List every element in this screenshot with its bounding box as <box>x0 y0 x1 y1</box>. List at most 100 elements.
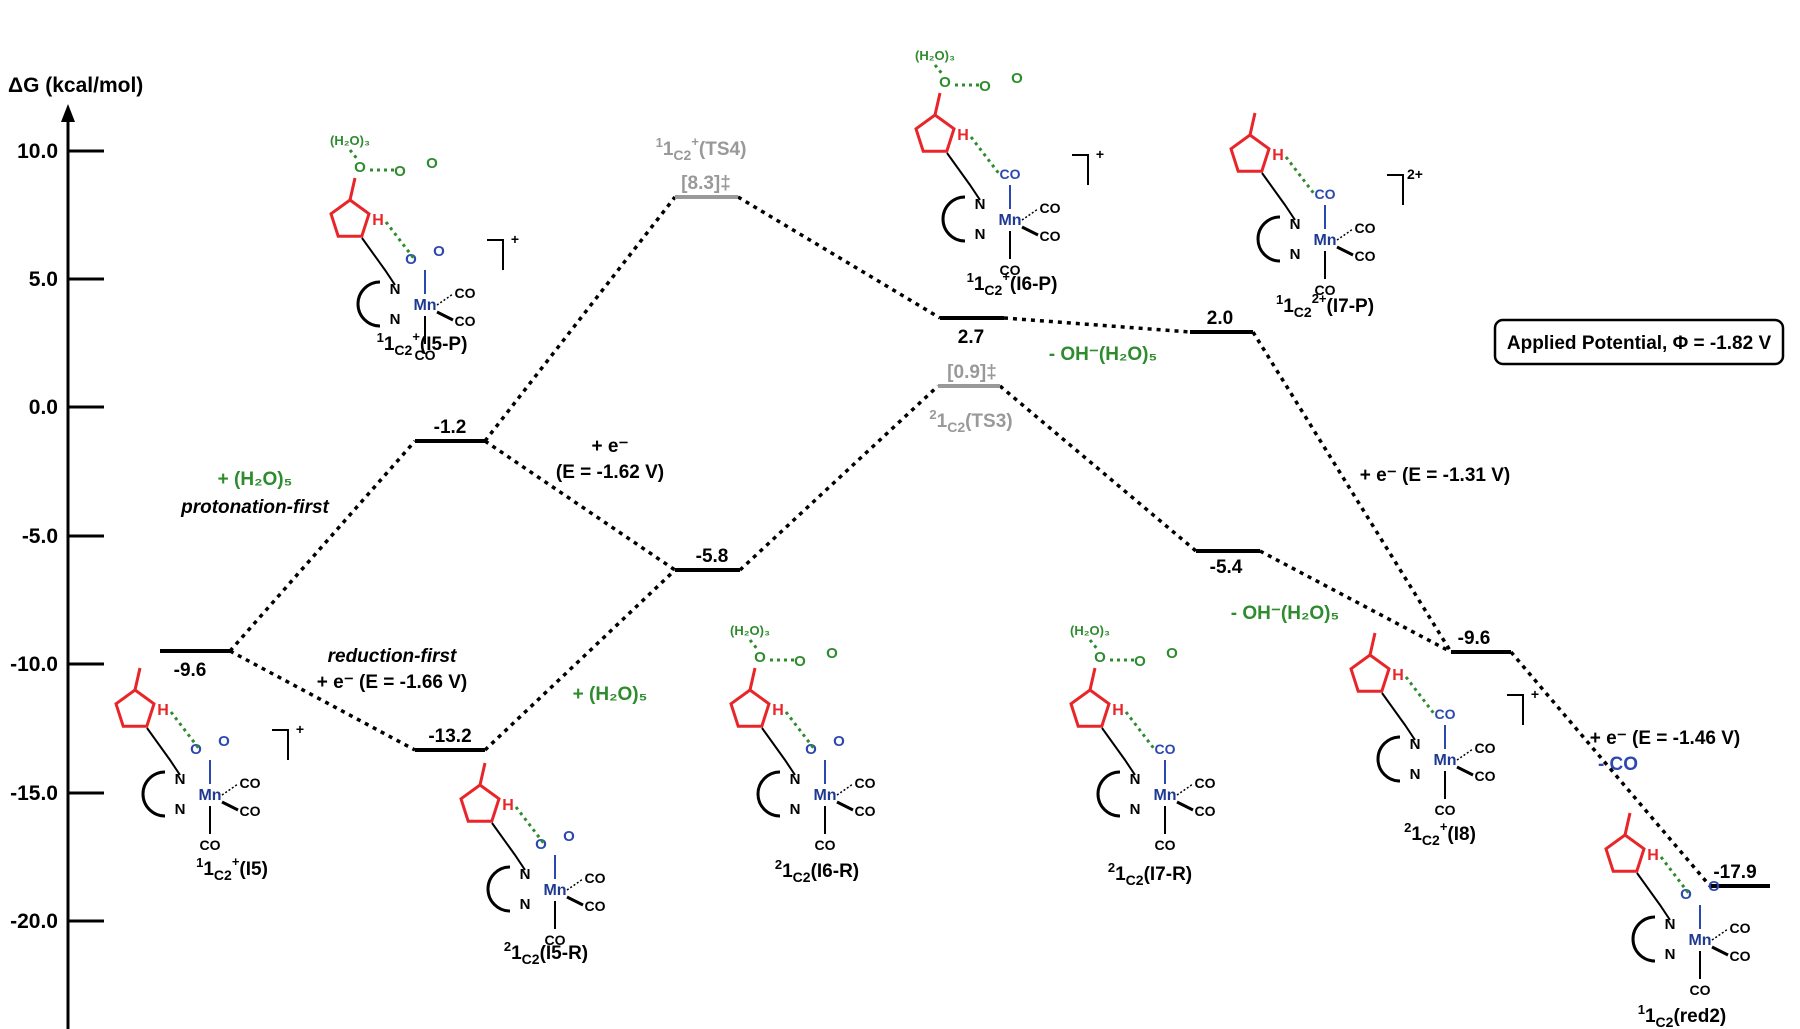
ligand-arc <box>756 770 781 818</box>
co-bond <box>836 800 854 812</box>
y-tick-0: 0.0 <box>29 396 104 419</box>
nitrogen-label: N <box>790 771 801 788</box>
level-value-ts3: [0.9]‡ <box>947 362 997 383</box>
nitrogen-label: N <box>1410 736 1421 753</box>
level-value-red2: -17.9 <box>1713 862 1756 883</box>
co-label: CO <box>1690 982 1711 998</box>
imidazole-h: H <box>957 127 969 144</box>
co-bond <box>1176 800 1194 812</box>
co-bond <box>436 293 454 306</box>
y-tick-label: 5.0 <box>29 268 58 291</box>
carboxyl-o: O <box>190 741 202 758</box>
water-o: O <box>354 159 366 176</box>
charge-bracket <box>1507 694 1524 725</box>
nitrogen-label: N <box>1665 916 1676 933</box>
h-bond <box>1284 156 1317 196</box>
co-label: CO <box>585 870 606 886</box>
co-label: CO <box>1730 948 1751 964</box>
charge-bracket <box>487 239 504 270</box>
methyl-bond <box>933 92 942 116</box>
imidazole-ring <box>1604 833 1646 873</box>
y-axis-label: ΔG (kcal/mol) <box>8 74 143 97</box>
h-bond <box>1124 711 1157 751</box>
level-value-i6p: 2.7 <box>958 327 984 348</box>
nitrogen-label: N <box>1130 801 1141 818</box>
ligand-arc <box>1096 770 1121 818</box>
nitrogen-label: N <box>1290 246 1301 263</box>
charge-bracket <box>1072 154 1089 185</box>
y-tick-m10: -10.0 <box>10 653 104 676</box>
y-tick-label: -15.0 <box>10 782 58 805</box>
axial-co-label: CO <box>1315 186 1336 202</box>
nitrogen-label: N <box>1290 216 1301 233</box>
y-tick-m5: -5.0 <box>22 525 104 548</box>
imidazole-h: H <box>502 797 514 814</box>
annotation-protonation-water: + (H₂O)₅ <box>218 469 293 490</box>
linker-bond <box>946 152 981 201</box>
level-value-i5p: -1.2 <box>434 417 467 438</box>
linker-bond <box>361 237 396 286</box>
co-label: CO <box>1000 262 1021 278</box>
level-value-ts4: [8.3]‡ <box>681 173 731 194</box>
level-value-i7r: -5.4 <box>1210 557 1243 578</box>
label-i6r: 21C2(I6-R) <box>775 857 859 885</box>
annotation-protonation-first: protonation-first <box>180 497 329 518</box>
manganese-label: Mn <box>1688 932 1711 949</box>
co-bond <box>1336 245 1354 257</box>
y-tick-label: -10.0 <box>10 653 58 676</box>
imidazole-h: H <box>1112 702 1124 719</box>
y-tick-10: 10.0 <box>17 140 104 163</box>
manganese-label: Mn <box>813 787 836 804</box>
manganese-label: Mn <box>1313 232 1336 249</box>
water-o: O <box>939 74 951 91</box>
annotation-reduction-first: reduction-first <box>328 646 457 667</box>
co-bond <box>566 895 584 907</box>
h-bond <box>969 136 1002 176</box>
co-label: CO <box>1040 228 1061 244</box>
co-label: CO <box>1475 740 1496 756</box>
co-label: CO <box>1040 200 1061 216</box>
nitrogen-label: N <box>175 801 186 818</box>
imidazole-ring <box>1349 653 1391 693</box>
h-bond <box>933 64 945 76</box>
linker-bond <box>761 727 796 776</box>
carboxyl-o: O <box>535 836 547 853</box>
co-bond <box>221 800 239 812</box>
h-bond <box>384 221 417 261</box>
imidazole-ring <box>729 688 771 728</box>
water-o: O <box>1134 653 1146 670</box>
level-value-i5: -9.6 <box>174 660 207 681</box>
annotation-reduction-e: + e⁻ (E = -1.66 V) <box>317 672 468 693</box>
water-o: O <box>1094 649 1106 666</box>
y-axis: ΔG (kcal/mol) 10.0 5.0 0.0 -5.0 -10.0 -1… <box>8 74 143 1029</box>
nitrogen-label: N <box>520 896 531 913</box>
co-label: CO <box>855 803 876 819</box>
co-bond <box>836 783 854 796</box>
levels: -9.6 -1.2 -13.2 -5.8 [8.3]‡ 2.7 [0.9]‡ 2… <box>160 173 1770 888</box>
water-o: O <box>979 78 991 95</box>
manganese-label: Mn <box>543 882 566 899</box>
co-label: CO <box>455 285 476 301</box>
imidazole-ring <box>914 113 956 153</box>
co-label: CO <box>545 932 566 948</box>
methyl-bond <box>133 667 142 691</box>
carboxyl-o: O <box>433 243 445 260</box>
linker-bond <box>491 822 526 871</box>
co-label: CO <box>1475 768 1496 784</box>
label-i7r: 21C2(I7-R) <box>1108 860 1192 888</box>
co-bond <box>1021 208 1039 221</box>
imidazole-ring <box>459 783 501 823</box>
carboxyl-o: O <box>563 828 575 845</box>
imidazole-ring <box>114 688 156 728</box>
label-i5: 11C2+(I5) <box>196 854 268 883</box>
nitrogen-label: N <box>390 281 401 298</box>
manganese-label: Mn <box>198 787 221 804</box>
y-tick-label: 10.0 <box>17 140 58 163</box>
label-i5r: 21C2(I5-R) <box>504 939 588 967</box>
annotation-water-add: + (H₂O)₅ <box>573 684 648 705</box>
co-bond <box>1021 225 1039 237</box>
co-bond <box>1711 945 1729 957</box>
co-label: CO <box>200 837 221 853</box>
nitrogen-label: N <box>1130 771 1141 788</box>
